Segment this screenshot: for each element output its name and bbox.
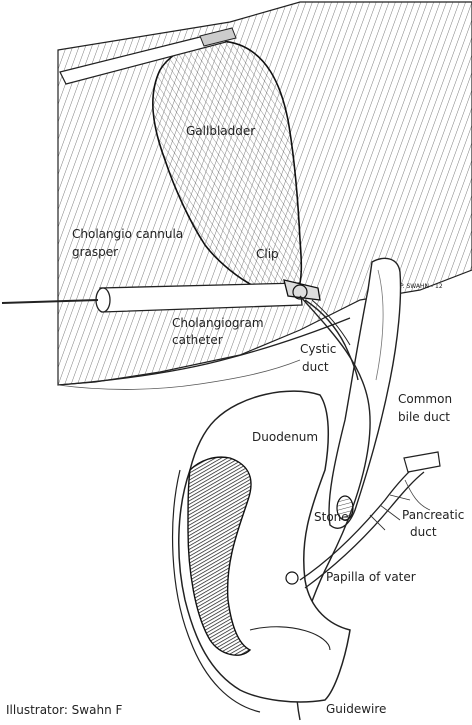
stone-shape xyxy=(336,495,354,521)
cystic-duct-label-line2: duct xyxy=(302,360,329,374)
grasper-shaft xyxy=(59,31,227,85)
grasper-label-line1: Cholangio cannula xyxy=(72,227,184,241)
pancreatic-duct-label-line2: duct xyxy=(410,525,437,539)
liver-edge xyxy=(57,317,351,386)
lower-fold xyxy=(57,359,301,390)
gallbladder-label: Gallbladder xyxy=(186,124,256,138)
papilla xyxy=(285,571,299,585)
cystic-duct xyxy=(304,299,359,381)
papilla-label: Papilla of vater xyxy=(326,570,416,584)
clip-label: Clip xyxy=(256,247,279,261)
common-bile-duct-label-line2: bile duct xyxy=(398,410,451,424)
cystic-duct-label-line1: Cystic xyxy=(300,342,337,356)
pancreatic-duct-label-line1: Pancreatic xyxy=(402,508,465,522)
duodenum-inner-fold xyxy=(187,456,252,656)
illustrator-credit: Illustrator: Swahn F xyxy=(6,703,123,717)
guidewire-label: Guidewire xyxy=(326,702,387,716)
stone-label: Stone xyxy=(314,510,349,524)
grasper-label-line2: grasper xyxy=(72,245,119,259)
catheter-label-line1: Cholangiogram xyxy=(172,316,264,330)
catheter-label-line2: catheter xyxy=(172,333,223,347)
common-bile-duct-label-line1: Common xyxy=(398,392,453,406)
clip xyxy=(283,279,321,301)
duodenum-label: Duodenum xyxy=(252,430,319,444)
signature: P. SWAHN - 12 xyxy=(400,283,443,290)
